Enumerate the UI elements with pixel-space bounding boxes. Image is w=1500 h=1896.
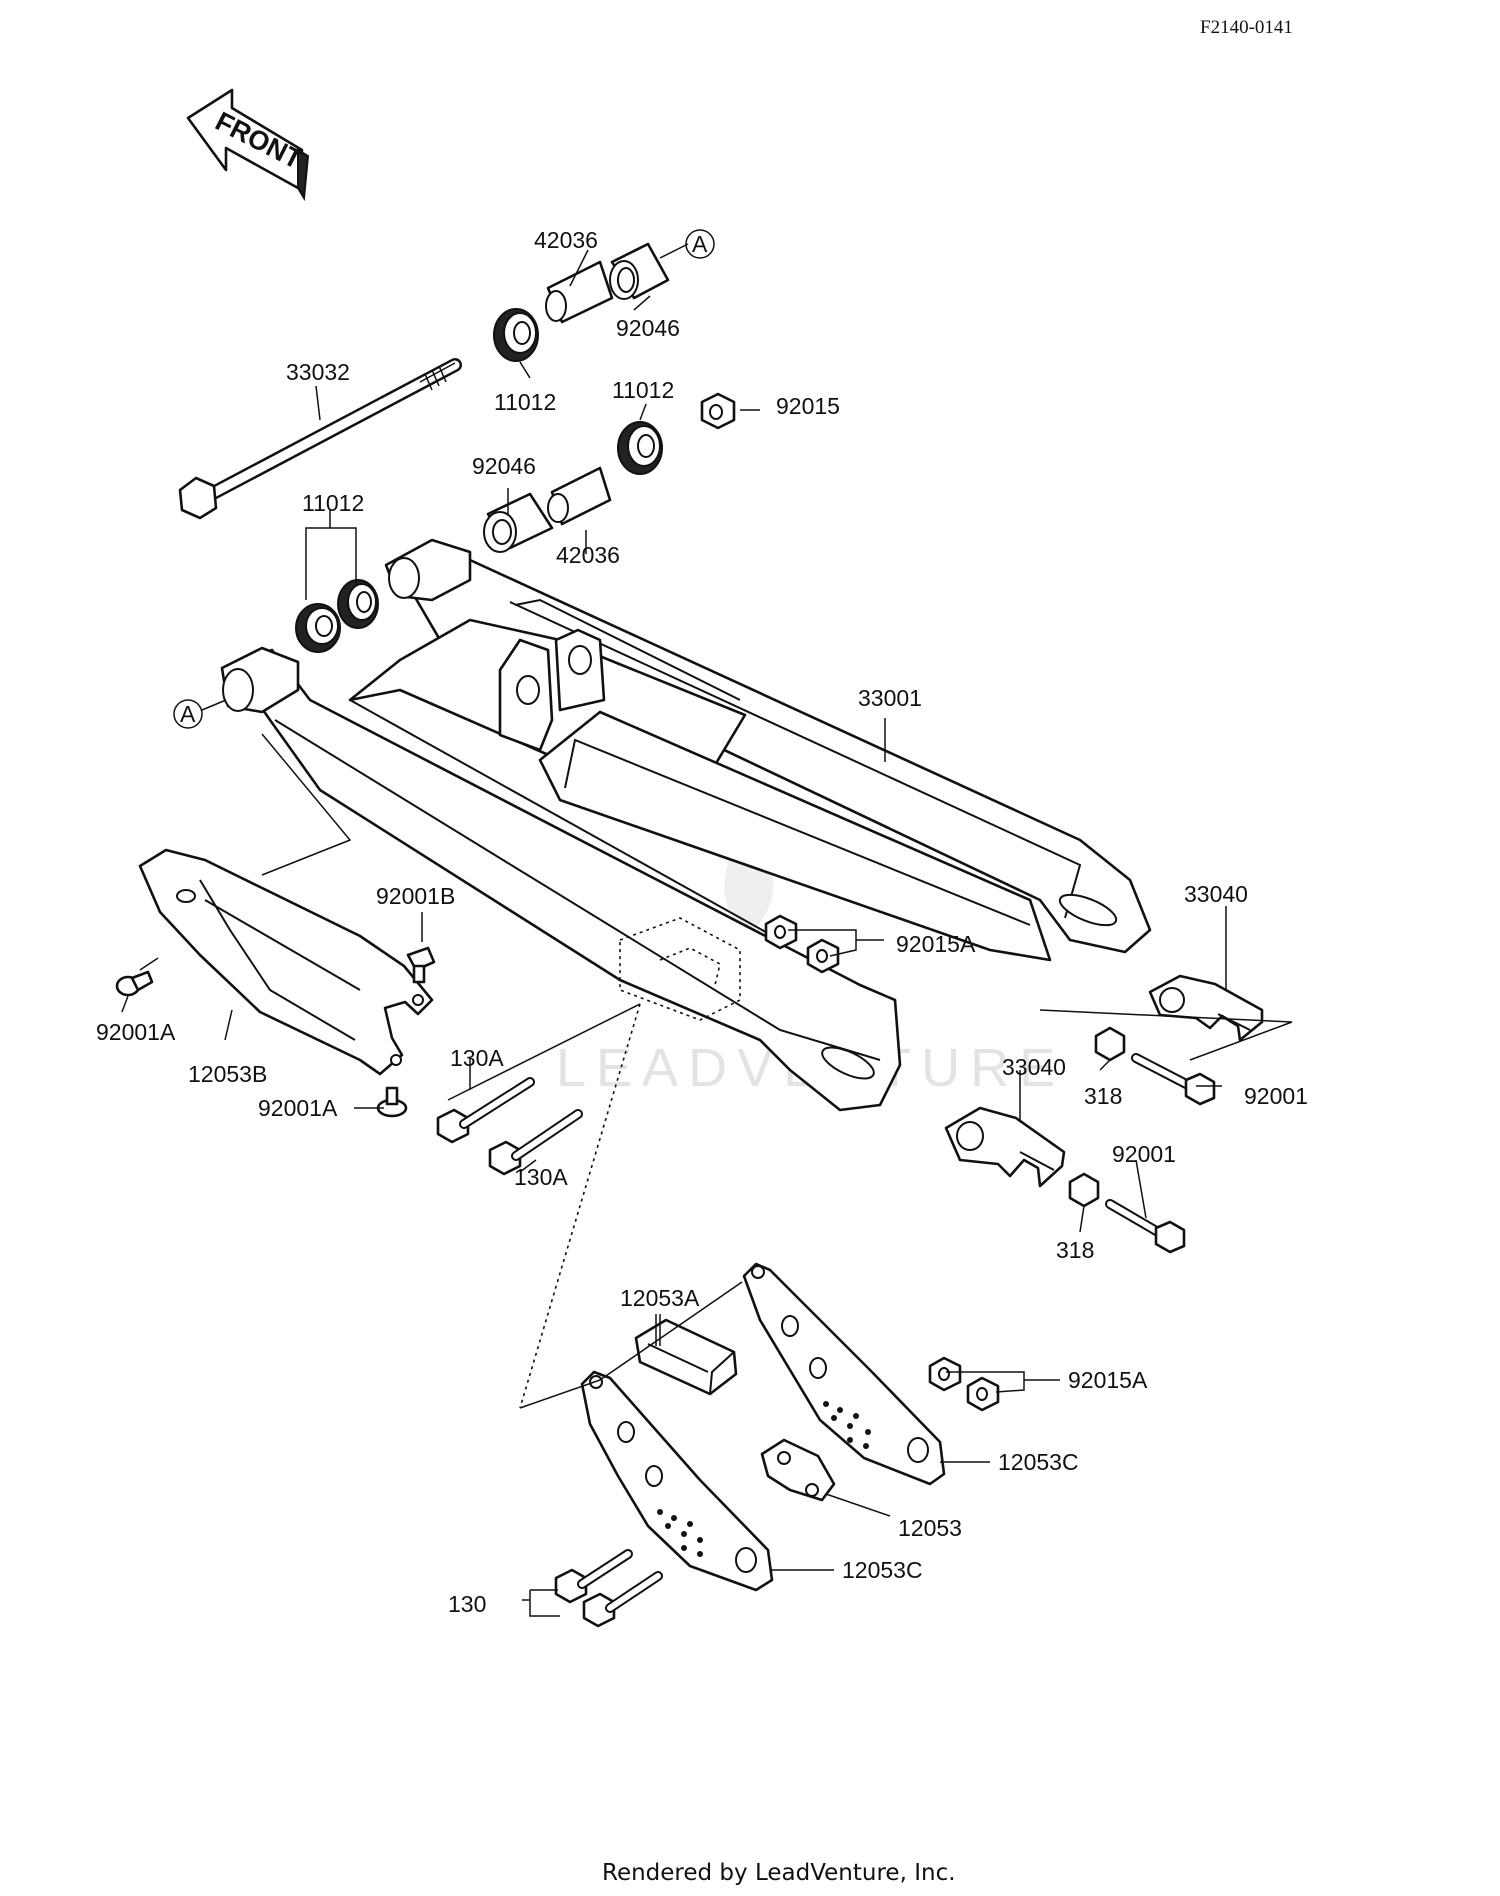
sleeve-42036-mid [547,466,612,526]
label-92046-mid: 92046 [472,453,536,479]
label-92001B: 92001B [376,883,455,909]
label-318-upper: 318 [1084,1083,1122,1109]
pivot-shaft-33032 [178,358,462,520]
needle-bearing-92046-mid [483,492,554,553]
label-12053: 12053 [898,1515,962,1541]
bolt-130-a [554,1549,633,1604]
chain-adjuster-33040-upper [1148,974,1264,1042]
bolt-130A-lower [488,1109,583,1176]
seal-11012-top [493,308,539,362]
bolt-130-b [582,1571,663,1628]
label-12053C-lower: 12053C [842,1557,923,1583]
bolt-92001-upper [1131,1053,1216,1106]
block-12053A [634,1318,738,1396]
label-92001-lower: 92001 [1112,1141,1176,1167]
callout-a-top-letter: A [692,231,708,257]
seal-11012-left-b [337,579,379,629]
callout-a-left: A [173,699,227,729]
label-130A-upper: 130A [450,1045,504,1071]
callout-a-left-letter: A [180,701,196,727]
label-92001A-lower: 92001A [258,1095,338,1121]
label-33032: 33032 [286,359,350,385]
bracket-12053C-upper [742,1262,946,1486]
block-12053 [760,1438,836,1502]
label-12053B: 12053B [188,1061,267,1087]
nut-318-lower [1068,1172,1100,1208]
bracket-12053C-lower [580,1370,774,1592]
nut-92015 [700,392,736,430]
seal-11012-left-a [295,603,341,653]
nut-318-upper [1094,1026,1126,1062]
nut-92015A-upper-b [806,938,840,974]
sleeve-42036-top [545,260,614,324]
label-42036-top: 42036 [534,227,598,253]
label-42036-mid: 42036 [556,542,620,568]
screw-92001A-left [115,970,154,997]
label-92046-top: 92046 [616,315,680,341]
label-92001-upper: 92001 [1244,1083,1308,1109]
screw-92001A-lower [376,1086,408,1118]
bolt-130A-upper [436,1077,535,1144]
label-33001: 33001 [858,685,922,711]
label-92015: 92015 [776,393,840,419]
seal-11012-mid [617,421,663,475]
diagram-code: F2140-0141 [1200,17,1293,38]
leader-lines [121,243,1293,1617]
label-12053C-upper: 12053C [998,1449,1079,1475]
chain-guard-12053B [138,848,434,1076]
screw-92001B [406,946,436,984]
nut-92015A-lower-a [928,1356,962,1392]
label-11012-mid: 11012 [612,377,674,403]
footer-credit: Rendered by LeadVenture, Inc. [602,1860,956,1886]
bolt-92001-lower [1105,1199,1186,1254]
nut-92015A-upper-a [764,914,798,950]
part-labels: 42036 92046 33032 11012 11012 92015 9204… [96,227,1308,1617]
label-11012-top: 11012 [494,389,556,415]
chain-adjuster-33040-lower [944,1106,1066,1188]
callout-a-top: A [685,229,715,259]
label-92015A-upper: 92015A [896,931,976,957]
label-92001A-left: 92001A [96,1019,176,1045]
label-130: 130 [448,1591,486,1617]
label-130A-lower: 130A [514,1164,568,1190]
nut-92015A-lower-b [966,1376,1000,1412]
needle-bearing-92046-top [609,242,670,300]
label-318-lower: 318 [1056,1237,1094,1263]
label-92015A-lower: 92015A [1068,1367,1148,1393]
label-12053A: 12053A [620,1285,700,1311]
label-33040-lower: 33040 [1002,1054,1066,1080]
label-33040-upper: 33040 [1184,881,1248,907]
front-arrow-icon: FRONT [186,88,310,202]
swingarm-33001 [220,538,1152,1112]
label-11012-left: 11012 [302,490,364,516]
